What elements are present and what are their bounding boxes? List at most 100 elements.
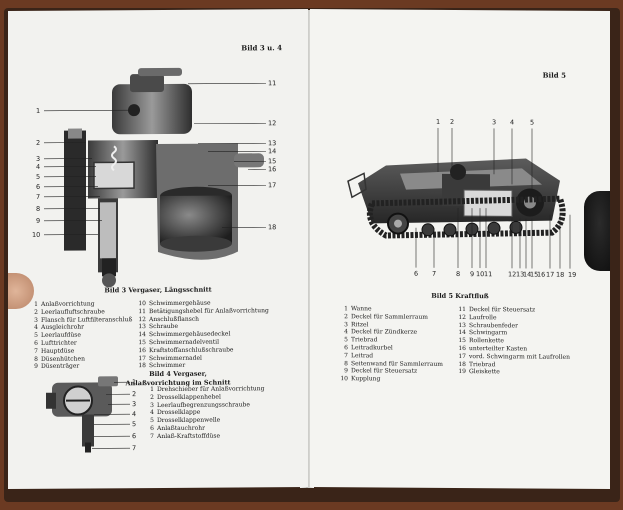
legend-entry-number: 1 (344, 305, 348, 313)
legend-entry-number: 6 (34, 339, 38, 347)
fig3-callout: 14 (268, 147, 277, 156)
legend-entry-number: 10 (138, 300, 146, 308)
fig5-caption: Bild 5 Kraftfluß (431, 291, 489, 301)
fig5-callout: 18 (556, 270, 565, 279)
fig4-callout: 7 (132, 444, 137, 453)
fig3-callout: 16 (268, 165, 277, 174)
legend-entry-number: 7 (150, 432, 154, 440)
legend-entry-text: Triebrad (469, 360, 496, 368)
legend-entry-number: 11 (138, 307, 146, 315)
fig5-callout: 3 (492, 118, 497, 127)
legend-entry-number: 14 (458, 329, 466, 337)
legend-entry-number: 19 (458, 368, 466, 376)
legend-entry-text: Drosselklappenwelle (157, 416, 221, 425)
left-page-header: Bild 3 u. 4 (241, 43, 282, 53)
legend-entry-number: 13 (458, 321, 466, 329)
legend-entry-number: 13 (138, 323, 146, 331)
legend-entry-number: 4 (344, 328, 348, 336)
legend-entry-number: 3 (150, 401, 154, 409)
legend-entry-number: 4 (34, 324, 38, 332)
fig3-callout: 1 (36, 106, 41, 115)
fig3-callout: 15 (268, 157, 277, 166)
fig3-callout: 12 (268, 119, 277, 128)
fig5-callout: 16 (537, 270, 546, 279)
legend-entry-number: 16 (458, 344, 466, 353)
legend-entry-text: Rollenkette (469, 337, 504, 345)
fig5-callout: 9 (470, 270, 475, 279)
legend-entry-number: 2 (34, 308, 38, 316)
fig5-callout: 6 (414, 269, 419, 278)
legend-entry-text: Leerlaufbegrenzungsschraube (157, 400, 250, 409)
legend-entry-number: 5 (344, 336, 348, 344)
legend-entry-number: 3 (34, 316, 38, 324)
legend-entry-number: 10 (340, 375, 348, 383)
legend-entry-number: 17 (458, 352, 466, 360)
fig3-callout: 6 (36, 182, 41, 191)
fig3-callout: 5 (36, 172, 41, 181)
legend-entry-text: Anlaß-Kraftstoffdüse (157, 432, 220, 440)
legend-entry-number: 5 (34, 332, 38, 340)
legend-entry-number: 7 (344, 351, 348, 359)
legend-entry-text: Flansch für Luftfilteranschluß (41, 315, 133, 324)
legend-entry-number: 3 (344, 320, 348, 328)
legend-entry-text: Ritzel (351, 320, 369, 328)
legend-entry-number: 12 (138, 315, 146, 323)
legend-entry-text: Triebrad (351, 336, 378, 344)
legend-entry-number: 16 (138, 346, 146, 354)
fig5-callout: 2 (450, 117, 455, 126)
fig5-callout: 17 (546, 270, 555, 279)
fig4-callout: 4 (132, 410, 137, 419)
legend-entry-text: Betätigungshebel für Anlaßvorrichtung (149, 307, 269, 315)
starting-device-section-illustration (46, 376, 130, 453)
fig4-callout: 5 (132, 420, 137, 429)
fig4-callout: 1 (132, 378, 137, 387)
fig3-caption: Bild 3 Vergaser, Längsschnitt (104, 285, 212, 295)
legend-entry-number: 8 (344, 359, 348, 367)
left-page: Bild 3 u. 4 (8, 8, 308, 490)
fig3-callout: 18 (268, 223, 277, 232)
legend-entry-number: 5 (150, 417, 154, 425)
gloved-hand-holding-page (584, 190, 610, 272)
fig3-callout: 13 (268, 139, 277, 148)
fig3-callout: 8 (36, 204, 41, 213)
legend-entry-number: 9 (344, 367, 348, 375)
legend-entry-number: 2 (344, 312, 348, 321)
legend-entry-number: 15 (458, 337, 466, 345)
fig5-callout: 4 (510, 118, 515, 127)
legend-entry-number: 8 (34, 355, 38, 363)
legend-entry-number: 12 (458, 313, 466, 321)
legend-entry-number: 6 (344, 344, 348, 352)
legend-entry-text: Anschlußflansch (149, 315, 200, 323)
fig5-callout: 11 (484, 270, 493, 279)
legend-entry-number: 14 (138, 331, 146, 339)
legend-entry-number: 17 (138, 354, 146, 362)
legend-entry-number: 9 (34, 363, 38, 371)
fig4-callout: 2 (132, 390, 137, 399)
right-page-header: Bild 5 (542, 70, 566, 80)
legend-entry-number: 2 (150, 393, 154, 401)
fig3-callout: 17 (268, 181, 277, 190)
fig3-callout: 11 (268, 79, 277, 88)
fig3-callout: 10 (32, 230, 41, 239)
legend-entry-text: Schraube (149, 323, 179, 331)
legend-entry-text: Laufrolle (469, 313, 497, 322)
fig4-callout: 3 (132, 400, 137, 409)
legend-entry-text: Leitrad (351, 352, 374, 360)
fig5-callout: 8 (456, 269, 461, 279)
fig4-callout: 6 (132, 432, 137, 441)
legend-entry-text: Schwimmernadel (149, 354, 202, 362)
legend-entry-number: 15 (138, 339, 146, 347)
legend-entry-text: Hauptdüse (41, 347, 75, 355)
fig3-callout: 3 (36, 154, 41, 163)
legend-entry-number: 7 (34, 347, 38, 355)
fig5-callout: 7 (432, 269, 437, 278)
legend-entry-number: 18 (458, 360, 466, 368)
legend-entry-text: Kupplung (351, 375, 381, 383)
